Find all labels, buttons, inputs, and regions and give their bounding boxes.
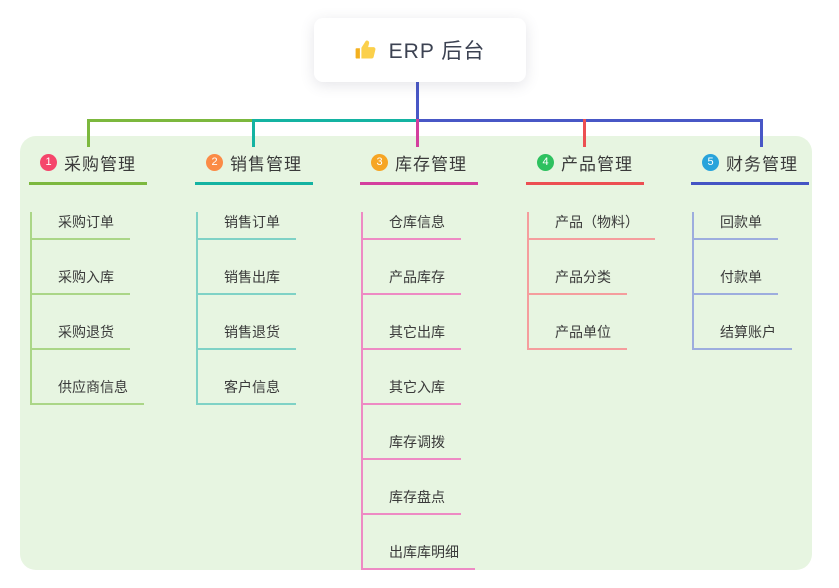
root-node-erp[interactable]: ERP 后台	[314, 18, 526, 82]
branch-finance-node[interactable]: 5 财务管理	[691, 147, 809, 185]
child-node[interactable]: 其它入库	[363, 377, 461, 405]
child-node[interactable]: 产品分类	[529, 267, 627, 295]
branch-sales: 2 销售管理 销售订单 销售出库 销售退货 客户信息	[195, 147, 313, 405]
thumbs-up-icon	[355, 40, 376, 59]
child-node[interactable]: 产品单位	[529, 322, 627, 350]
child-node[interactable]: 采购退货	[32, 322, 130, 350]
child-node[interactable]: 销售退货	[198, 322, 296, 350]
child-node[interactable]: 产品库存	[363, 267, 461, 295]
child-node[interactable]: 出库库明细	[363, 542, 475, 570]
branch-sales-node[interactable]: 2 销售管理	[195, 147, 313, 185]
child-node[interactable]: 库存调拨	[363, 432, 461, 460]
connector-drop-purchase	[87, 119, 90, 147]
branch-purchase-children: 采购订单 采购入库 采购退货 供应商信息	[30, 212, 144, 405]
connector-horizontal-right	[418, 119, 763, 122]
branch-purchase-node[interactable]: 1 采购管理	[29, 147, 147, 185]
branch-product-children: 产品（物料） 产品分类 产品单位	[527, 212, 655, 350]
branch-inventory-children: 仓库信息 产品库存 其它出库 其它入库 库存调拨 库存盘点 出库库明细	[361, 212, 475, 570]
root-connector-vertical	[416, 82, 419, 122]
child-node[interactable]: 客户信息	[198, 377, 296, 405]
branch-sales-children: 销售订单 销售出库 销售退货 客户信息	[196, 212, 296, 405]
branch-finance: 5 财务管理 回款单 付款单 结算账户	[691, 147, 809, 350]
branch-finance-children: 回款单 付款单 结算账户	[692, 212, 792, 350]
child-node[interactable]: 销售订单	[198, 212, 296, 240]
child-node[interactable]: 库存盘点	[363, 487, 461, 515]
branch-purchase: 1 采购管理 采购订单 采购入库 采购退货 供应商信息	[29, 147, 147, 405]
branches-background-panel	[20, 136, 812, 570]
branch-number-badge: 2	[206, 154, 223, 171]
child-node[interactable]: 结算账户	[694, 322, 792, 350]
root-node-title: ERP 后台	[388, 40, 486, 63]
branch-title-label: 产品管理	[561, 155, 633, 174]
branch-number-badge: 3	[371, 154, 388, 171]
child-node[interactable]: 采购入库	[32, 267, 130, 295]
branch-title-label: 销售管理	[230, 155, 302, 174]
connector-drop-inventory	[416, 119, 419, 147]
branch-number-badge: 1	[40, 154, 57, 171]
branch-title-label: 财务管理	[726, 155, 798, 174]
child-node[interactable]: 销售出库	[198, 267, 296, 295]
branch-inventory-node[interactable]: 3 库存管理	[360, 147, 478, 185]
branch-number-badge: 4	[537, 154, 554, 171]
child-node[interactable]: 其它出库	[363, 322, 461, 350]
branch-number-badge: 5	[702, 154, 719, 171]
branch-inventory: 3 库存管理 仓库信息 产品库存 其它出库 其它入库 库存调拨 库存盘点 出库库…	[360, 147, 478, 570]
branch-title-label: 采购管理	[64, 155, 136, 174]
child-node[interactable]: 回款单	[694, 212, 778, 240]
branch-product-node[interactable]: 4 产品管理	[526, 147, 644, 185]
connector-drop-sales	[252, 119, 255, 147]
branch-product: 4 产品管理 产品（物料） 产品分类 产品单位	[526, 147, 655, 350]
connector-horizontal-sales	[253, 119, 418, 122]
child-node[interactable]: 采购订单	[32, 212, 130, 240]
child-node[interactable]: 付款单	[694, 267, 778, 295]
connector-drop-finance	[760, 119, 763, 147]
branch-title-label: 库存管理	[395, 155, 467, 174]
child-node[interactable]: 仓库信息	[363, 212, 461, 240]
child-node[interactable]: 供应商信息	[32, 377, 144, 405]
connector-horizontal-purchase	[87, 119, 253, 122]
connector-drop-product	[583, 119, 586, 147]
child-node[interactable]: 产品（物料）	[529, 212, 655, 240]
